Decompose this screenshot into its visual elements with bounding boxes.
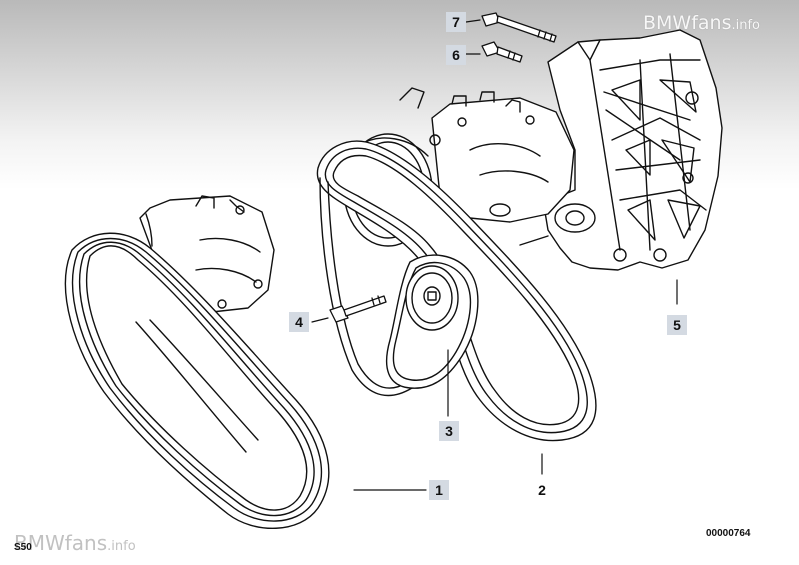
mounting-bracket [519, 29, 723, 271]
watermark-brand: BMWfans [643, 12, 732, 34]
callout-7: 7 [446, 12, 466, 32]
watermark-tld: .info [731, 18, 761, 33]
bolt-part-4 [329, 295, 387, 323]
watermark-tld-bottom: .info [107, 539, 136, 554]
ac-compressor [399, 87, 575, 223]
callout-3: 3 [439, 421, 459, 441]
callout-6: 6 [446, 45, 466, 65]
bolt-part-6 [481, 41, 523, 63]
callout-5: 5 [667, 315, 687, 335]
callout-4: 4 [289, 312, 309, 332]
bolt-part-7 [481, 12, 557, 43]
callout-1: 1 [429, 480, 449, 500]
watermark-bottom: BMWfans.info [14, 531, 136, 555]
diagram-number: 00000764 [706, 528, 751, 539]
callout-2: 2 [538, 482, 546, 498]
leader-lines [311, 19, 678, 491]
corner-code: S50 [14, 542, 32, 553]
idler-pulley [405, 265, 459, 331]
drive-belt-part-1 [64, 232, 330, 530]
watermark-top: BMWfans.info [643, 12, 760, 34]
watermark-brand-bottom: BMWfans [14, 531, 108, 555]
